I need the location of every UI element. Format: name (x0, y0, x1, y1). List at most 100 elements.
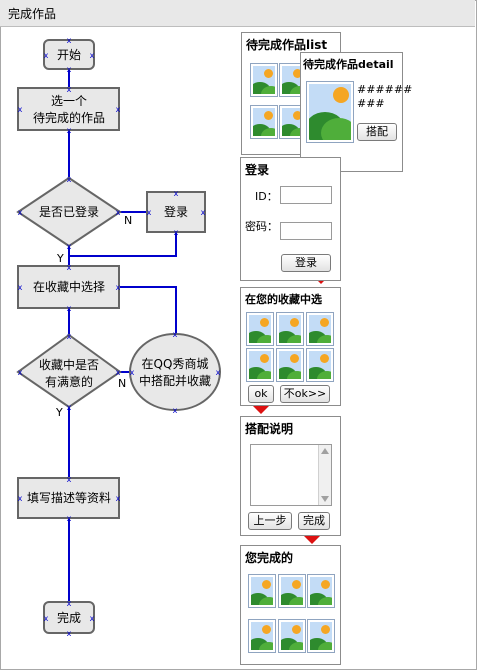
work-detail-title: 待完成作品detail (303, 58, 394, 71)
svg-text:x: x (201, 208, 206, 217)
work-detail-panel: 待完成作品detail ###### ### 搭配 (300, 52, 412, 172)
label-y-login: Y (56, 252, 64, 265)
qq-mall-line1: 在QQ秀商城 (142, 356, 209, 371)
arrow-description-to-completed (303, 528, 321, 544)
password-field[interactable] (280, 222, 332, 240)
fill-info-label: 填写描述等资料 (27, 491, 111, 505)
favorite-thumb[interactable] (306, 348, 334, 382)
label-y-satisfied: Y (55, 406, 63, 419)
choose-favorites-node: 在收藏中选择 (17, 265, 120, 309)
favorites-panel: 在您的收藏中选 ok 不ok>> (240, 287, 341, 406)
svg-text:x: x (67, 242, 72, 251)
start-label: 开始 (57, 48, 81, 62)
svg-text:x: x (116, 368, 121, 377)
svg-text:x: x (116, 105, 121, 114)
svg-text:x: x (90, 614, 95, 623)
svg-text:x: x (67, 126, 72, 135)
match-button[interactable]: 搭配 (357, 123, 397, 141)
decision-satisfied-line2: 有满意的 (45, 374, 93, 389)
svg-text:x: x (18, 494, 23, 503)
svg-text:x: x (90, 51, 95, 60)
label-n-login: N (124, 214, 132, 227)
password-label: 密码： (245, 220, 278, 233)
decision-login-label: 是否已登录 (39, 204, 99, 219)
arrow-favorites-to-description (252, 398, 270, 414)
detail-text-line1: ###### (357, 83, 413, 96)
svg-text:x: x (174, 228, 179, 237)
svg-text:x: x (67, 263, 72, 272)
svg-text:x: x (44, 614, 49, 623)
finish-button[interactable]: 完成 (298, 512, 330, 530)
detail-text-line2: ### (357, 97, 385, 110)
id-label: ID： (255, 190, 278, 203)
work-list-title: 待完成作品list (246, 38, 328, 52)
decision-satisfied-line1: 收藏中是否 (39, 357, 99, 372)
previous-step-button[interactable]: 上一步 (248, 512, 292, 530)
login-button[interactable]: 登录 (281, 254, 331, 272)
svg-text:x: x (67, 85, 72, 94)
scroll-up-icon[interactable] (321, 448, 329, 454)
textarea-scrollbar[interactable] (318, 445, 331, 505)
svg-text:x: x (147, 208, 152, 217)
svg-text:x: x (18, 105, 23, 114)
completed-thumb[interactable] (278, 574, 306, 608)
favorites-title: 在您的收藏中选 (245, 293, 322, 306)
not-ok-button[interactable]: 不ok>> (280, 385, 330, 403)
description-textarea[interactable] (250, 444, 332, 506)
svg-text:x: x (67, 475, 72, 484)
completed-thumb[interactable] (248, 574, 276, 608)
work-thumb[interactable] (250, 63, 278, 97)
svg-text:x: x (173, 330, 178, 339)
svg-text:x: x (18, 368, 23, 377)
svg-text:x: x (67, 332, 72, 341)
svg-text:x: x (67, 514, 72, 523)
favorite-thumb[interactable] (246, 312, 274, 346)
start-node: 开始 (43, 39, 95, 70)
completed-thumb[interactable] (278, 619, 306, 653)
fill-info-node: 填写描述等资料 (17, 477, 120, 519)
choose-favorites-label: 在收藏中选择 (33, 279, 105, 294)
finish-label: 完成 (57, 610, 81, 625)
ok-button[interactable]: ok (248, 385, 274, 403)
svg-text:x: x (44, 51, 49, 60)
id-field[interactable] (280, 186, 332, 204)
work-detail-image (306, 81, 354, 143)
description-panel: 搭配说明 上一步 完成 (240, 416, 341, 536)
completed-title: 您完成的 (245, 551, 294, 565)
login-label: 登录 (164, 204, 188, 219)
svg-text:x: x (67, 304, 72, 313)
completed-panel: 您完成的 (240, 545, 341, 665)
favorite-thumb[interactable] (276, 312, 304, 346)
completed-thumb[interactable] (248, 619, 276, 653)
page-title: 完成作品 (8, 7, 57, 21)
qq-mall-node: 在QQ秀商城 中搭配并收藏 (129, 333, 221, 411)
login-panel: 登录 ID： 密码： 登录 (240, 157, 341, 281)
svg-text:x: x (116, 283, 121, 292)
completed-thumb[interactable] (307, 619, 335, 653)
svg-text:x: x (130, 368, 135, 377)
svg-text:x: x (173, 406, 178, 415)
description-title: 搭配说明 (245, 422, 294, 436)
favorite-thumb[interactable] (276, 348, 304, 382)
svg-text:x: x (67, 36, 72, 45)
svg-text:x: x (116, 208, 121, 217)
svg-text:x: x (116, 494, 121, 503)
svg-text:x: x (67, 629, 72, 638)
favorite-thumb[interactable] (246, 348, 274, 382)
decision-login-node: 是否已登录 (16, 176, 122, 248)
decision-satisfied-node: 收藏中是否 有满意的 (16, 333, 122, 409)
scroll-down-icon[interactable] (321, 496, 329, 502)
svg-text:x: x (67, 65, 72, 74)
work-thumb[interactable] (250, 105, 278, 139)
login-node: 登录 (146, 191, 206, 233)
select-work-line1: 选一个 (51, 94, 87, 108)
favorite-thumb[interactable] (306, 312, 334, 346)
svg-text:x: x (18, 208, 23, 217)
login-title: 登录 (245, 163, 270, 177)
svg-text:x: x (67, 599, 72, 608)
svg-text:x: x (216, 368, 221, 377)
svg-text:x: x (67, 175, 72, 184)
completed-thumb[interactable] (307, 574, 335, 608)
